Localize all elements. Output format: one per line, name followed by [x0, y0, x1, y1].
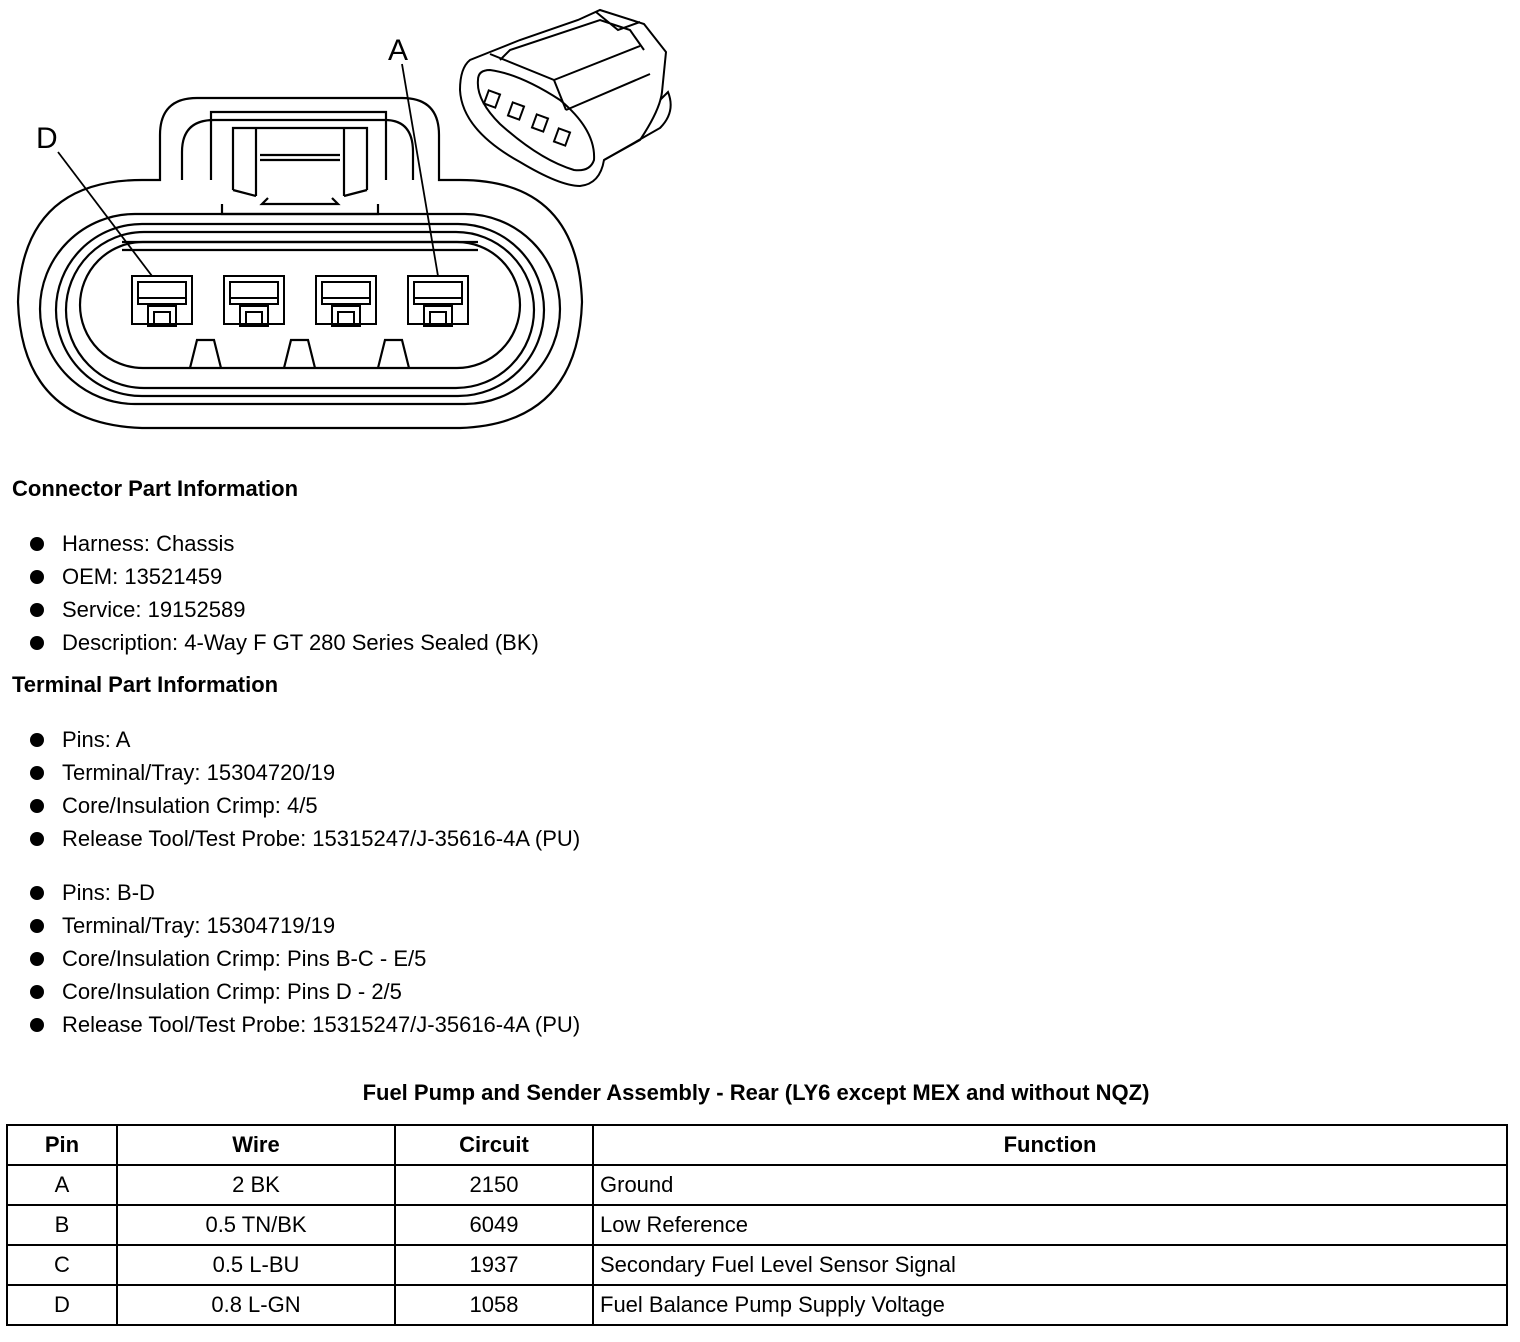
column-header-pin: Pin — [6, 1124, 118, 1166]
cell-wire: 0.5 L-BU — [116, 1244, 396, 1286]
bullet-icon — [30, 537, 44, 551]
list-item: Core/Insulation Crimp: Pins B-C - E/5 — [28, 942, 580, 975]
list-item-text: Description: 4-Way F GT 280 Series Seale… — [62, 630, 539, 655]
cell-pin: D — [6, 1284, 118, 1326]
leader-line-a — [401, 63, 439, 277]
table-title: Fuel Pump and Sender Assembly - Rear (LY… — [362, 1080, 1150, 1105]
list-item: Pins: B-D — [28, 876, 580, 909]
table-row: A 2 BK 2150 Ground — [6, 1164, 1508, 1206]
cell-circuit: 6049 — [394, 1204, 594, 1246]
cell-function: Fuel Balance Pump Supply Voltage — [592, 1284, 1508, 1326]
pinout-table: Pin Wire Circuit Function A 2 BK 2150 Gr… — [6, 1124, 1508, 1326]
list-item-text: Core/Insulation Crimp: 4/5 — [62, 793, 318, 818]
list-item-text: OEM: 13521459 — [62, 564, 223, 589]
bullet-icon — [30, 832, 44, 846]
connector-diagram: A D — [16, 8, 672, 430]
list-item-text: Release Tool/Test Probe: 15315247/J-3561… — [62, 1012, 581, 1037]
connector-outline — [16, 96, 584, 430]
list-item: Service: 19152589 — [28, 593, 539, 626]
column-header-wire: Wire — [116, 1124, 396, 1166]
bullet-icon — [30, 603, 44, 617]
cell-circuit: 2150 — [394, 1164, 594, 1206]
pin-label-a: A — [388, 34, 408, 67]
list-item: Release Tool/Test Probe: 15315247/J-3561… — [28, 822, 580, 855]
bullet-icon — [30, 766, 44, 780]
list-item-text: Pins: B-D — [62, 880, 155, 905]
cell-function: Secondary Fuel Level Sensor Signal — [592, 1244, 1508, 1286]
cell-function: Low Reference — [592, 1204, 1508, 1246]
cell-wire: 0.8 L-GN — [116, 1284, 396, 1326]
terminal-info-list-group-2: Pins: B-D Terminal/Tray: 15304719/19 Cor… — [28, 876, 580, 1041]
list-item: Description: 4-Way F GT 280 Series Seale… — [28, 626, 539, 659]
cell-pin: B — [6, 1204, 118, 1246]
table-row: D 0.8 L-GN 1058 Fuel Balance Pump Supply… — [6, 1284, 1508, 1326]
terminal-cavity-a — [407, 275, 469, 327]
list-item: Terminal/Tray: 15304720/19 — [28, 756, 580, 789]
list-item: Core/Insulation Crimp: Pins D - 2/5 — [28, 975, 580, 1008]
bullet-icon — [30, 636, 44, 650]
bullet-icon — [30, 1018, 44, 1032]
list-item-text: Core/Insulation Crimp: Pins D - 2/5 — [62, 979, 402, 1004]
leader-line-d — [57, 151, 153, 277]
list-item: Terminal/Tray: 15304719/19 — [28, 909, 580, 942]
column-header-circuit: Circuit — [394, 1124, 594, 1166]
terminal-cavity-b — [315, 275, 377, 327]
cell-function: Ground — [592, 1164, 1508, 1206]
terminal-info-list-group-1: Pins: A Terminal/Tray: 15304720/19 Core/… — [28, 723, 580, 855]
connector-latch — [209, 110, 388, 180]
list-item-text: Pins: A — [62, 727, 131, 752]
cell-wire: 0.5 TN/BK — [116, 1204, 396, 1246]
cell-pin: A — [6, 1164, 118, 1206]
list-item-text: Harness: Chassis — [62, 531, 235, 556]
bullet-icon — [30, 733, 44, 747]
terminal-cavity-d — [131, 275, 193, 327]
list-item-text: Release Tool/Test Probe: 15315247/J-3561… — [62, 826, 581, 851]
list-item: Pins: A — [28, 723, 580, 756]
cell-circuit: 1937 — [394, 1244, 594, 1286]
connector-info-heading: Connector Part Information — [12, 476, 299, 501]
cell-circuit: 1058 — [394, 1284, 594, 1326]
list-item-text: Terminal/Tray: 15304719/19 — [62, 913, 336, 938]
bullet-icon — [30, 886, 44, 900]
column-header-function: Function — [592, 1124, 1508, 1166]
cell-pin: C — [6, 1244, 118, 1286]
list-item: Harness: Chassis — [28, 527, 539, 560]
pin-label-d: D — [36, 122, 58, 155]
bullet-icon — [30, 919, 44, 933]
bullet-icon — [30, 570, 44, 584]
table-row: B 0.5 TN/BK 6049 Low Reference — [6, 1204, 1508, 1246]
terminal-info-heading: Terminal Part Information — [12, 672, 279, 697]
table-row: C 0.5 L-BU 1937 Secondary Fuel Level Sen… — [6, 1244, 1508, 1286]
list-item-text: Terminal/Tray: 15304720/19 — [62, 760, 336, 785]
bullet-icon — [30, 952, 44, 966]
table-header-row: Pin Wire Circuit Function — [6, 1124, 1508, 1166]
list-item-text: Core/Insulation Crimp: Pins B-C - E/5 — [62, 946, 427, 971]
cell-wire: 2 BK — [116, 1164, 396, 1206]
connector-isometric-view — [458, 8, 672, 188]
bullet-icon — [30, 799, 44, 813]
list-item: OEM: 13521459 — [28, 560, 539, 593]
bullet-icon — [30, 985, 44, 999]
connector-info-list: Harness: Chassis OEM: 13521459 Service: … — [28, 527, 539, 659]
list-item: Core/Insulation Crimp: 4/5 — [28, 789, 580, 822]
list-item: Release Tool/Test Probe: 15315247/J-3561… — [28, 1008, 580, 1041]
terminal-cavity-c — [223, 275, 285, 327]
list-item-text: Service: 19152589 — [62, 597, 246, 622]
